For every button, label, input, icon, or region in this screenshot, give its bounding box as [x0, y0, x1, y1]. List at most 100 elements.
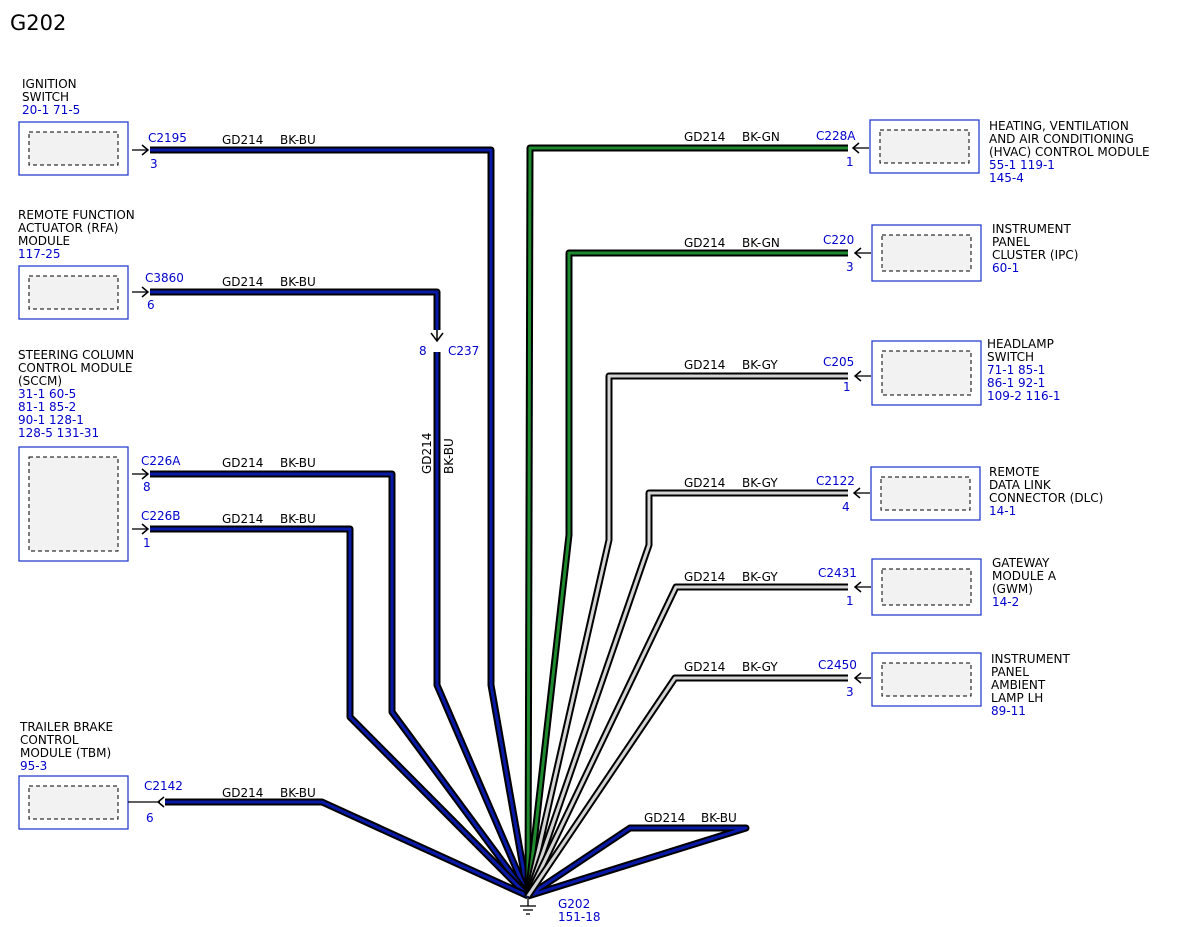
- pin-c237: 8: [419, 344, 427, 358]
- pin-c2450: 3: [846, 685, 854, 699]
- circuit-label: GD214: [222, 133, 263, 147]
- wire-ignition: [150, 148, 530, 897]
- headlamp-switch-ref: 109-2 116-1: [987, 389, 1061, 403]
- ipc-name-line: PANEL: [992, 235, 1030, 249]
- ignition-switch-inner: [28, 131, 119, 166]
- tbm-pin-icon: [156, 796, 165, 808]
- ipc-pin-icon: [853, 247, 862, 259]
- ambient-lamp-name-line: PANEL: [991, 665, 1029, 679]
- sccm-name-line: (SCCM): [18, 374, 62, 388]
- wire-loop: [527, 826, 748, 898]
- sccm-ref: 90-1 128-1: [18, 413, 84, 427]
- vertical-wire-color-label: BK-BU: [442, 438, 456, 474]
- wire-ambient: [526, 676, 848, 897]
- wire-rfa-to-c237: [150, 290, 439, 330]
- wire-color-label: BK-BU: [280, 512, 316, 526]
- sccm-pin-c226a-icon: [141, 468, 150, 480]
- wire-color-label: BK-GN: [742, 236, 780, 250]
- headlamp-switch-pin-icon: [853, 370, 862, 382]
- wire-rfa-to-c237-outline: [150, 288, 441, 330]
- wire-tbm: [165, 800, 529, 898]
- gwm-pin-icon: [853, 581, 862, 593]
- ipc-name-line: CLUSTER (IPC): [992, 248, 1078, 262]
- wire-hvac: [526, 146, 848, 897]
- wires-layer: [150, 144, 848, 900]
- circuit-label: GD214: [222, 456, 263, 470]
- ambient-lamp-ref: 89-11: [991, 704, 1026, 718]
- hvac-module-inner: [879, 129, 970, 164]
- connector-c2195: C2195: [148, 131, 187, 145]
- rfa-module-name-line: MODULE: [18, 234, 70, 248]
- wire-color-label: BK-BU: [280, 133, 316, 147]
- loop-wire-color-label: BK-BU: [701, 811, 737, 825]
- vertical-circuit-label: GD214: [420, 433, 434, 474]
- pin-c2195: 3: [150, 157, 158, 171]
- circuit-label: GD214: [684, 476, 725, 490]
- wire-ignition-outline: [150, 146, 532, 897]
- wire-headlamp-outline: [524, 372, 848, 897]
- pin-c2431: 1: [846, 594, 854, 608]
- pin-c226a: 8: [143, 480, 151, 494]
- ignition-switch-name-line: IGNITION: [22, 77, 77, 91]
- circuit-label: GD214: [222, 512, 263, 526]
- rfa-module-inner: [28, 275, 119, 310]
- connector-c220: C220: [823, 233, 854, 247]
- pin-c228a: 1: [846, 155, 854, 169]
- sccm-ref: 128-5 131-31: [18, 426, 99, 440]
- wire-color-label: BK-GY: [742, 358, 778, 372]
- sccm-inner: [28, 456, 119, 552]
- wire-color-label: BK-BU: [280, 456, 316, 470]
- remote-dlc-ref: 14-1: [989, 504, 1016, 518]
- ambient-lamp-pin-icon: [853, 672, 862, 684]
- headlamp-switch-name-line: HEADLAMP: [987, 337, 1054, 351]
- headlamp-switch-ref: 71-1 85-1: [987, 363, 1045, 377]
- gwm-name-line: MODULE A: [992, 569, 1057, 583]
- sccm-name-line: CONTROL MODULE: [18, 361, 133, 375]
- connector-c2142: C2142: [144, 779, 183, 793]
- connector-c3860: C3860: [145, 271, 184, 285]
- sccm-pin-c226b-icon: [141, 523, 150, 535]
- wire-sccm-c226a-outline: [150, 470, 531, 899]
- wire-sccm-c226a: [150, 472, 530, 897]
- wire-c237-down: [435, 352, 530, 897]
- hvac-module-ref: 145-4: [989, 171, 1024, 185]
- remote-dlc-pin-icon: [852, 487, 861, 499]
- hvac-module-pin-icon: [851, 142, 860, 154]
- gwm-name-line: GATEWAY: [992, 556, 1050, 570]
- pin-c220: 3: [846, 260, 854, 274]
- connector-c2431: C2431: [818, 566, 857, 580]
- connector-c2450: C2450: [818, 658, 857, 672]
- connector-c226a: C226A: [141, 454, 181, 468]
- circuit-label: GD214: [684, 570, 725, 584]
- connector-c205: C205: [823, 355, 854, 369]
- pin-c226b: 1: [143, 536, 151, 550]
- ambient-lamp-name-line: AMBIENT: [991, 678, 1046, 692]
- gwm-name-line: (GWM): [992, 582, 1033, 596]
- hvac-module-ref: 55-1 119-1: [989, 158, 1055, 172]
- tbm-ref: 95-3: [20, 759, 47, 773]
- wire-color-label: BK-GY: [742, 476, 778, 490]
- wire-sccm-c226b: [150, 527, 530, 898]
- ground-ref: 151-18: [558, 910, 601, 924]
- remote-dlc-name-line: REMOTE: [989, 465, 1040, 479]
- circuit-label: GD214: [222, 275, 263, 289]
- wire-gwm: [526, 585, 848, 897]
- wire-color-label: BK-BU: [280, 275, 316, 289]
- items-layer: [18, 119, 982, 915]
- tbm-inner: [28, 785, 119, 820]
- pin-c2122: 4: [842, 500, 850, 514]
- sccm-name-line: STEERING COLUMN: [18, 348, 134, 362]
- wire-hvac-outline: [524, 144, 848, 897]
- ignition-switch-pin-icon: [141, 144, 150, 156]
- connector-c226b: C226B: [141, 509, 181, 523]
- wire-color-label: BK-GN: [742, 130, 780, 144]
- hvac-module-name-line: AND AIR CONDITIONING: [989, 132, 1134, 146]
- wire-color-label: BK-GY: [742, 660, 778, 674]
- ipc-ref: 60-1: [992, 261, 1019, 275]
- connector-c2122: C2122: [816, 474, 855, 488]
- pin-c3860: 6: [147, 298, 155, 312]
- headlamp-switch-name-line: SWITCH: [987, 350, 1034, 364]
- rfa-module-pin-icon: [141, 286, 150, 298]
- wire-color-label: BK-GY: [742, 570, 778, 584]
